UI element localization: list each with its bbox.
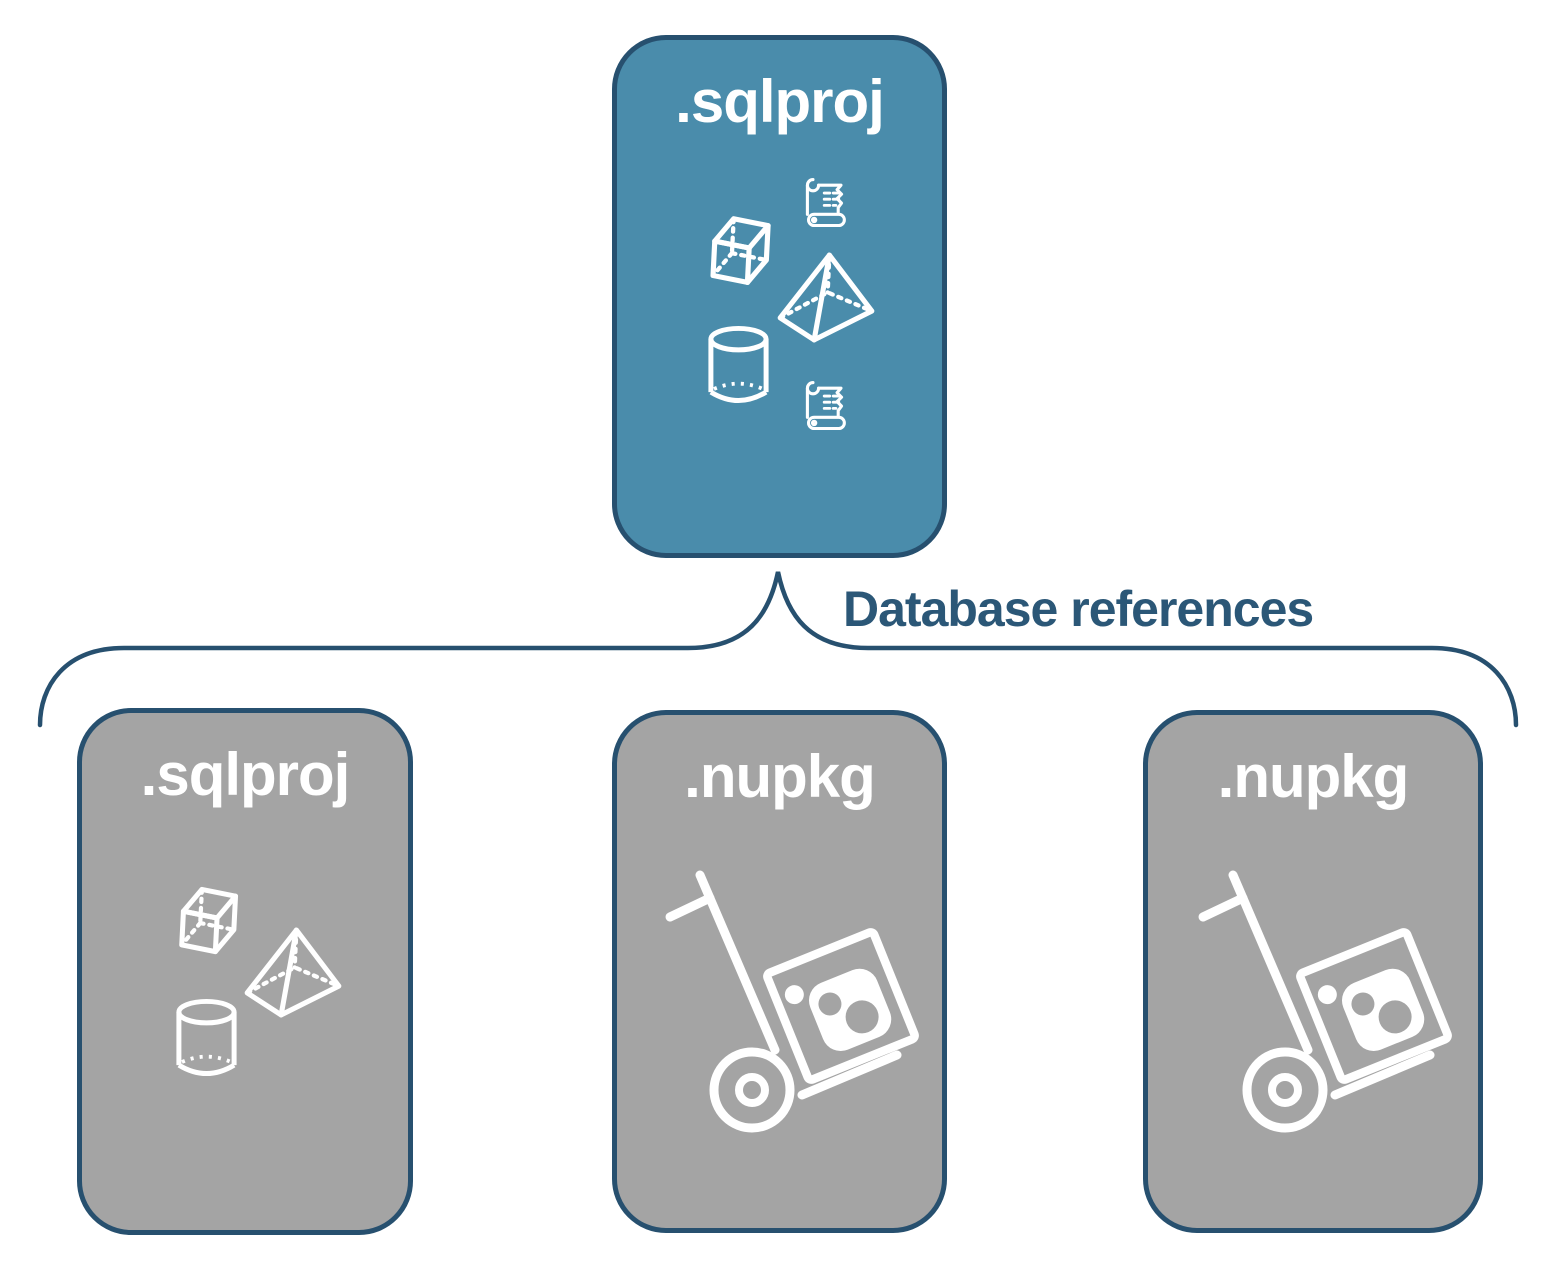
node-nupkg-reference-1: .nupkg [612, 710, 947, 1233]
handtruck-package-icon [665, 870, 919, 1133]
cylinder-icon [176, 998, 237, 1076]
pyramid-icon [777, 252, 875, 343]
cube-icon [710, 216, 771, 285]
node-title: .sqlproj [140, 741, 351, 808]
node-nupkg-reference-2: .nupkg [1143, 710, 1483, 1233]
scroll-icon [805, 381, 846, 431]
handtruck-package-icon [1198, 870, 1452, 1133]
pyramid-icon [244, 927, 342, 1018]
brace-connector [37, 571, 1519, 728]
scroll-icon [805, 178, 846, 228]
node-title: .nupkg [1217, 743, 1410, 810]
cylinder-icon [708, 325, 769, 403]
node-sqlproj-reference: .sqlproj [77, 708, 413, 1235]
node-sqlproj-main: .sqlproj [612, 35, 947, 558]
cube-icon [179, 886, 239, 955]
node-title: .nupkg [684, 743, 876, 810]
node-title: .sqlproj [675, 68, 885, 135]
connector-label: Database references [843, 581, 1314, 637]
